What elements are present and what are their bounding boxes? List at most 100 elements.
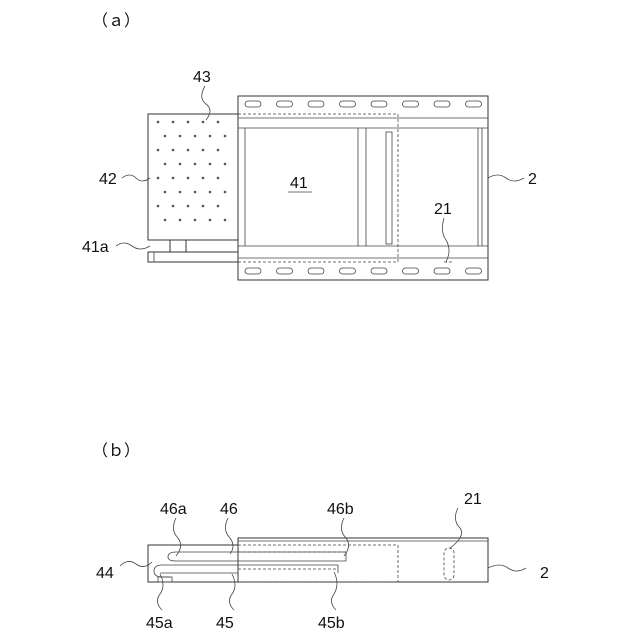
pad-dot <box>172 149 175 152</box>
label-45b: 45b <box>318 615 345 632</box>
leader-2-b <box>488 565 526 571</box>
pad-dot <box>194 135 197 138</box>
pad-dot <box>217 177 220 180</box>
pad-dot <box>209 219 212 222</box>
label-21-a: 21 <box>434 201 452 218</box>
pad-dot <box>164 135 167 138</box>
sprocket-slot <box>434 101 450 107</box>
pad-42-dots <box>157 121 227 222</box>
sprocket-slot <box>245 268 261 274</box>
pad-dot <box>202 177 205 180</box>
sprocket-slot <box>371 268 387 274</box>
pad-dot <box>187 149 190 152</box>
tab-41a-flap <box>148 252 238 262</box>
panel-a-caption: （ａ） <box>92 12 140 30</box>
sprocket-slots-top <box>245 101 482 107</box>
panel-a: （ａ） 43 42 41 <box>82 12 537 280</box>
pad-dot <box>217 149 220 152</box>
label-43: 43 <box>193 69 211 86</box>
leader-2-a <box>488 175 524 181</box>
leader-43 <box>202 86 210 120</box>
label-45a: 45a <box>146 615 173 632</box>
label-41: 41 <box>290 175 308 192</box>
pad-dot <box>217 121 220 124</box>
pad-dot <box>194 163 197 166</box>
pad-dot <box>179 191 182 194</box>
pad-dot <box>209 163 212 166</box>
pad-dot <box>224 135 227 138</box>
leader-41a <box>116 243 150 249</box>
pad-dot <box>209 135 212 138</box>
sprocket-slot <box>466 268 482 274</box>
sprocket-slot <box>434 268 450 274</box>
layer-46-upper-fold <box>168 552 346 561</box>
sprocket-slot <box>466 101 482 107</box>
pad-dot <box>157 149 160 152</box>
leader-46a <box>173 518 180 556</box>
label-41a: 41a <box>82 239 109 256</box>
divider-bar <box>386 132 392 244</box>
pad-dot <box>157 177 160 180</box>
label-46a: 46a <box>160 501 187 518</box>
sprocket-slot <box>245 101 261 107</box>
sprocket-slots-bottom <box>245 268 482 274</box>
leader-42 <box>122 175 150 181</box>
label-44: 44 <box>96 565 114 582</box>
pad-dot <box>187 121 190 124</box>
sprocket-slot <box>308 268 324 274</box>
pad-dot <box>217 205 220 208</box>
pad-dot <box>202 205 205 208</box>
sprocket-slot <box>277 268 293 274</box>
label-42: 42 <box>99 171 117 188</box>
sprocket-slot <box>403 101 419 107</box>
pad-dot <box>164 219 167 222</box>
pad-dot <box>224 163 227 166</box>
label-45: 45 <box>216 615 234 632</box>
tab-45a <box>158 577 172 582</box>
sprocket-slot <box>308 101 324 107</box>
leader-21-b <box>450 508 462 548</box>
pad-dot <box>157 121 160 124</box>
sprocket-slot <box>340 101 356 107</box>
part-21-capsule <box>444 548 454 580</box>
panel-b-caption: （ｂ） <box>92 442 140 460</box>
pad-dot <box>194 191 197 194</box>
sprocket-slot <box>340 268 356 274</box>
label-46: 46 <box>220 501 238 518</box>
label-21-b: 21 <box>464 491 482 508</box>
label-2-a: 2 <box>528 171 537 188</box>
leader-44 <box>120 561 152 566</box>
pad-dot <box>179 163 182 166</box>
pad-dot <box>194 219 197 222</box>
pad-dot <box>187 205 190 208</box>
pad-dot <box>224 191 227 194</box>
tray-2-outline <box>238 96 488 280</box>
pad-dot <box>179 219 182 222</box>
pad-dot <box>172 205 175 208</box>
leader-46 <box>225 518 233 554</box>
pad-dot <box>172 121 175 124</box>
leader-45 <box>229 574 235 610</box>
label-2-b: 2 <box>540 565 549 582</box>
sprocket-slot <box>277 101 293 107</box>
pad-dot <box>187 177 190 180</box>
pad-dot <box>172 177 175 180</box>
label-46b: 46b <box>327 501 354 518</box>
pad-dot <box>157 205 160 208</box>
hidden-sheet-outline <box>238 545 398 582</box>
pad-dot <box>179 135 182 138</box>
pad-dot <box>224 219 227 222</box>
pad-dot <box>209 191 212 194</box>
layer-45-lower-fold <box>154 565 338 577</box>
pad-dot <box>202 149 205 152</box>
pad-dot <box>164 163 167 166</box>
panel-b: （ｂ） 46a 46 46b 21 44 2 45 <box>92 442 549 632</box>
leader-45b <box>331 572 337 610</box>
pad-dot <box>202 121 205 124</box>
leader-21-a <box>442 218 449 262</box>
tab-41a-block <box>170 240 186 252</box>
sprocket-slot <box>371 101 387 107</box>
pad-dot <box>164 191 167 194</box>
sheet-41-hidden-outline <box>238 114 398 262</box>
